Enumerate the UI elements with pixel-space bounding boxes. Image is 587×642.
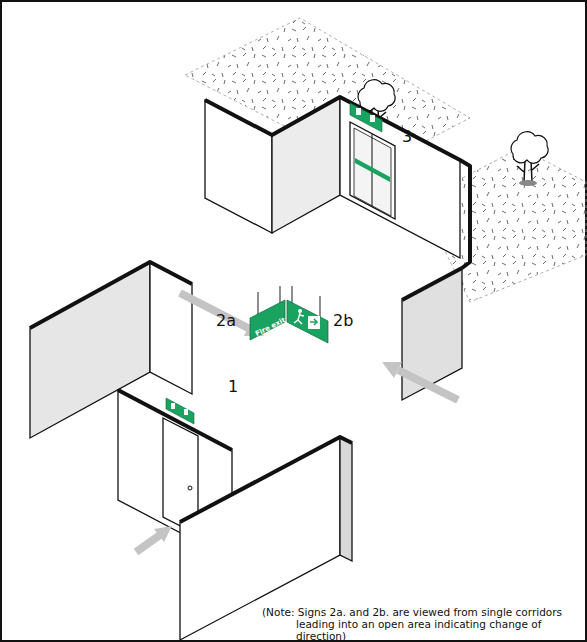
callout-number: 2b: [333, 312, 353, 330]
door-leaf: [354, 128, 391, 216]
tree-crown: [511, 132, 548, 164]
tree-crown: [358, 80, 395, 112]
push-bar-sign: [355, 158, 390, 182]
wall-top-edge: [402, 268, 462, 300]
hanging-sign-pair: [250, 286, 328, 343]
wall-top-edge: [30, 262, 192, 328]
arrow-shaft: [136, 535, 160, 552]
sign-icon: [171, 403, 175, 409]
wall-panel: [340, 437, 352, 561]
arrow-shaft: [398, 370, 458, 400]
exit-door: [350, 122, 395, 219]
wall-top-edge: [180, 437, 352, 522]
direction-arrow: [136, 526, 172, 552]
arrow-panel: [308, 316, 320, 329]
sign-icon: [184, 409, 188, 415]
exit-sign: [350, 103, 382, 132]
arrow-head: [154, 526, 172, 542]
wall-panel: [340, 97, 460, 258]
wall-top-edge: [205, 97, 470, 268]
running-man-icon: [298, 309, 302, 313]
callout-number: 2a: [216, 312, 236, 330]
tree: [511, 132, 548, 186]
running-man-icon: [294, 313, 304, 324]
sign-icon: [370, 115, 375, 122]
hanging-wire: [257, 292, 258, 316]
exit-sign: [287, 300, 328, 343]
arrow-shaft: [180, 293, 250, 329]
arrow-head: [382, 362, 402, 378]
door-knob: [188, 486, 192, 490]
sign-icon: [356, 108, 361, 115]
wall-panel: [205, 100, 272, 233]
callout-number: 1: [228, 378, 238, 396]
tree-shadow: [519, 180, 537, 186]
direction-arrow-icon: [310, 319, 317, 325]
exit-sign: [166, 398, 194, 424]
callout-number: 3: [402, 128, 412, 146]
note-text: (Note: Signs 2a. and 2b. are viewed from…: [262, 606, 584, 642]
direction-arrow: [382, 362, 458, 400]
